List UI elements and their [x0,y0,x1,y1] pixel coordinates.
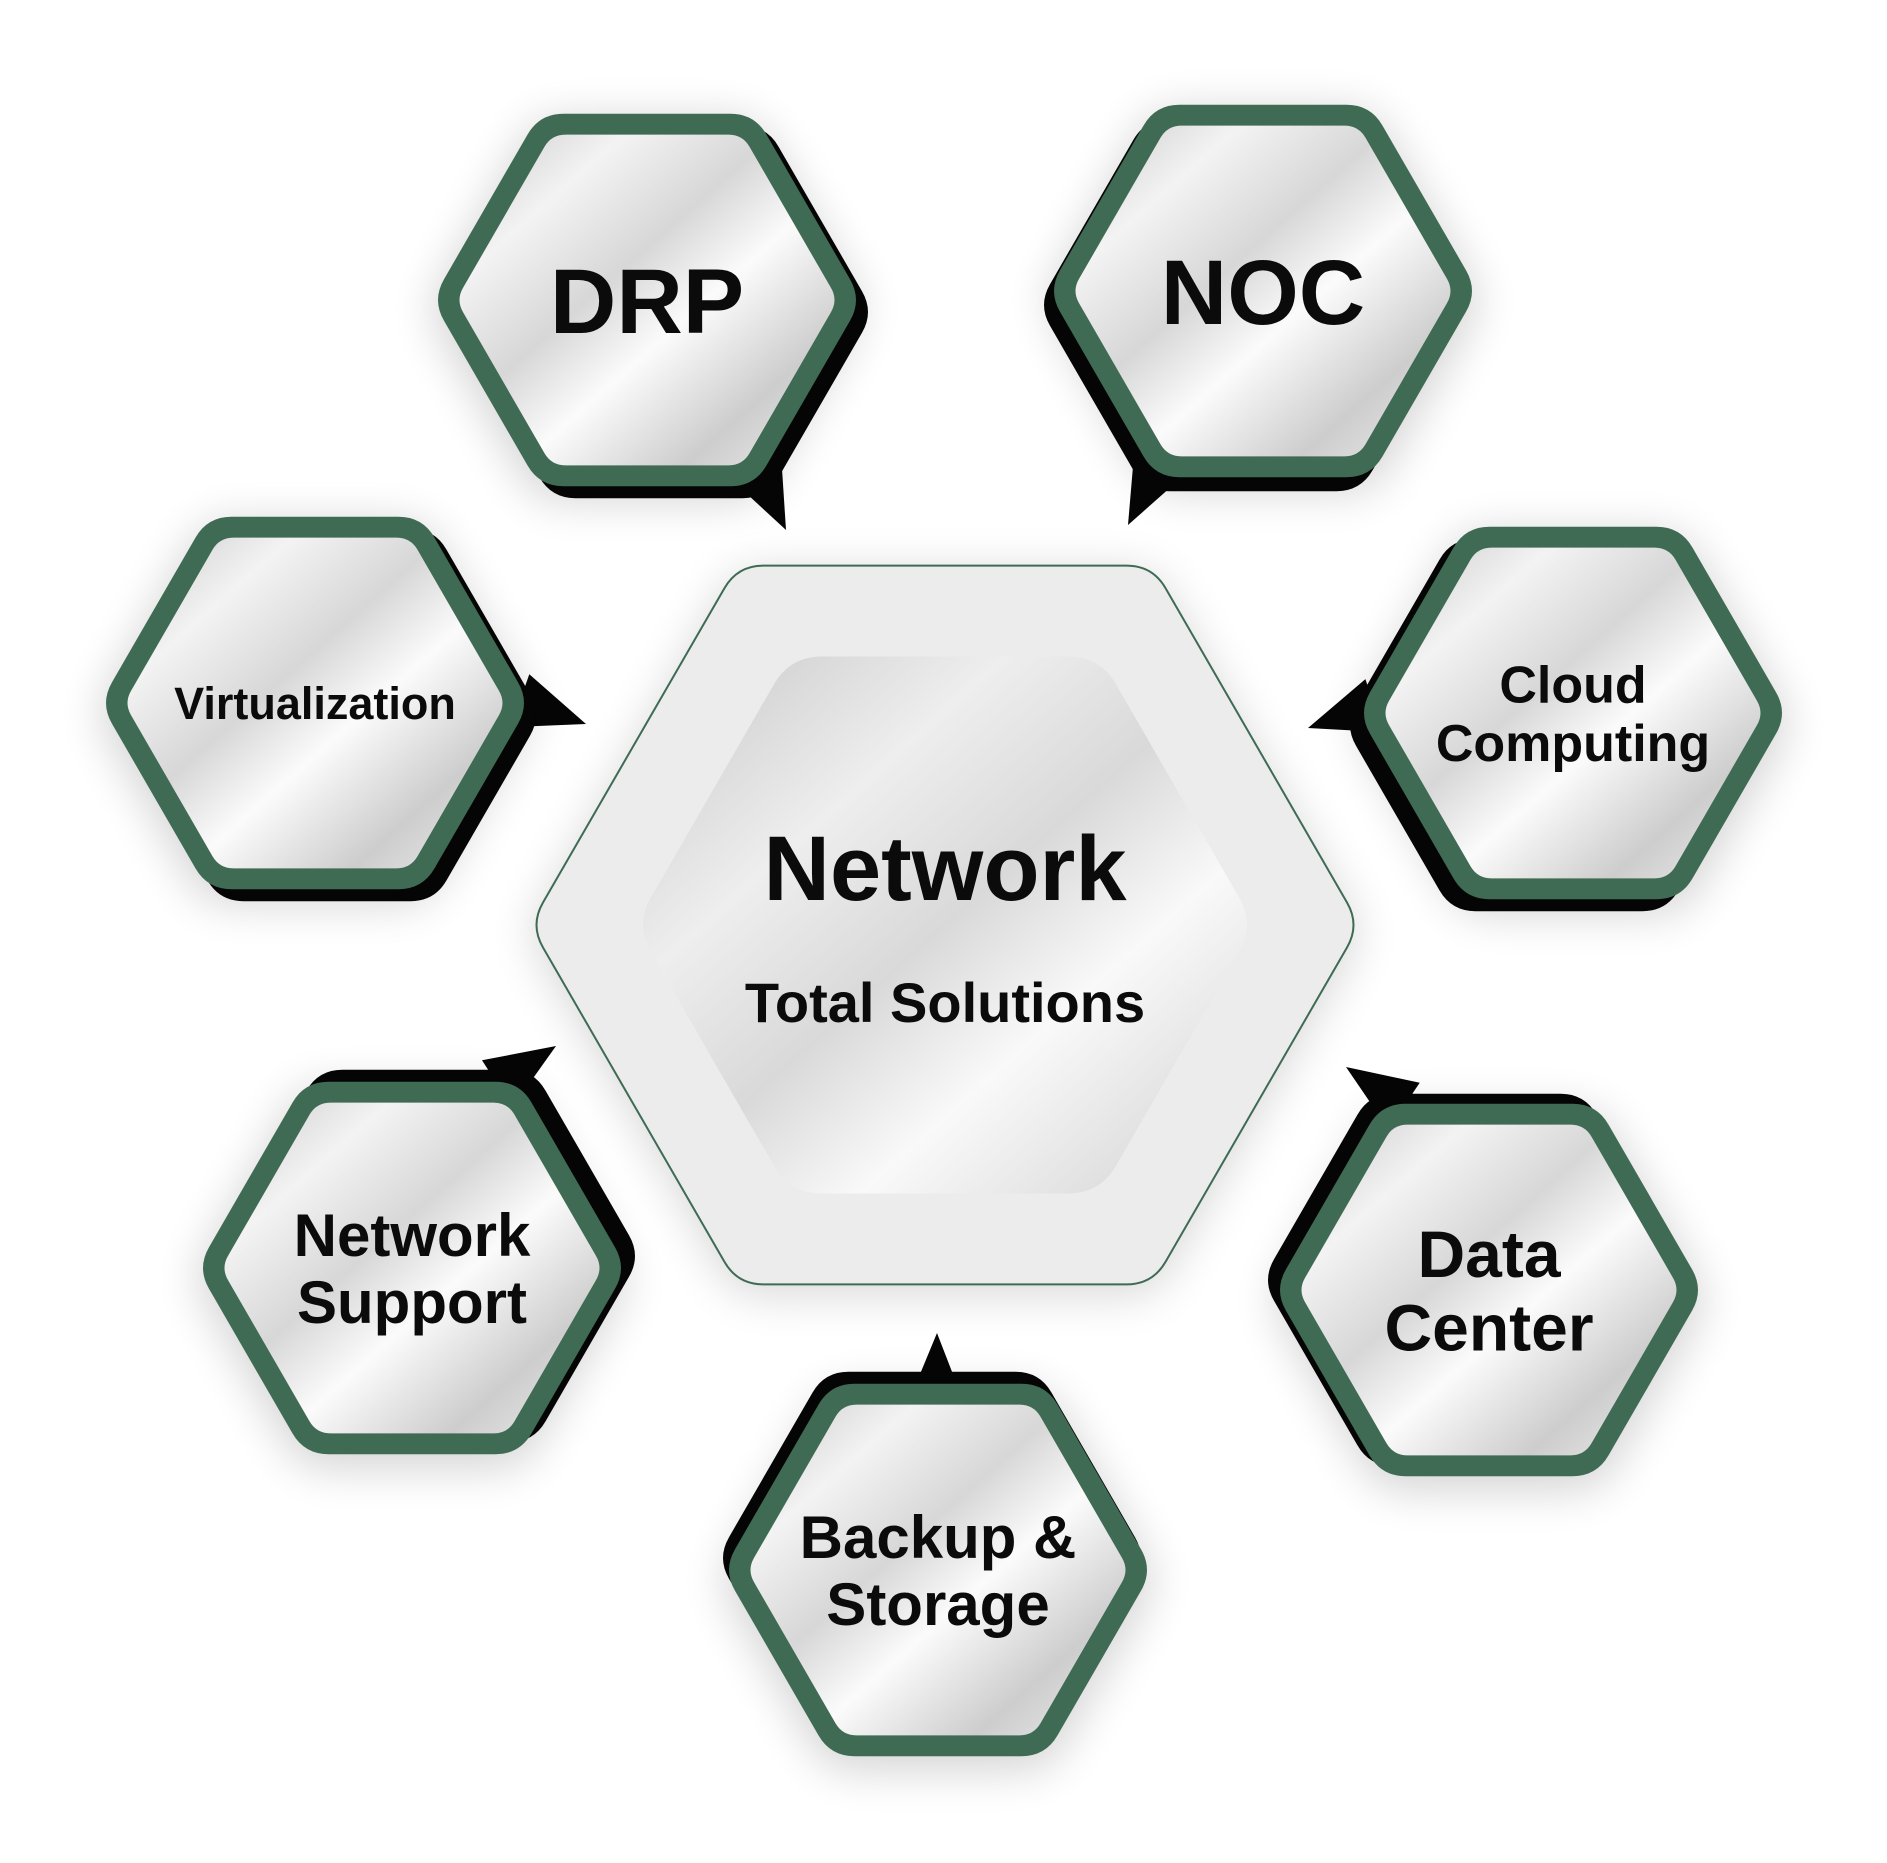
center-inner-hexagon [643,656,1247,1194]
center-hexagon: Network Total Solutions [535,564,1355,1286]
node-face [1385,547,1761,879]
node-face [1075,125,1451,457]
node-noc: NOC [1044,104,1472,525]
center-subtitle: Total Solutions [745,971,1145,1034]
node-label-backup-line-2: Storage [826,1571,1049,1638]
node-face [750,1404,1126,1736]
node-label-noc-line-1: NOC [1161,242,1365,344]
node-virtualization: Virtualization [106,516,586,902]
node-face [1301,1124,1677,1456]
node-backup: Backup &Storage [723,1333,1147,1757]
node-face [459,134,835,466]
node-label-datacenter-line-2: Center [1384,1291,1593,1365]
node-face [127,537,503,869]
node-label-backup-line-1: Backup & [800,1504,1077,1571]
center-title: Network [764,818,1128,920]
node-label-drp-line-1: DRP [550,251,744,353]
node-label-cloud-line-2: Computing [1436,715,1710,773]
node-label-support-line-1: Network [294,1202,531,1269]
node-label-datacenter-line-1: Data [1417,1217,1561,1291]
node-face [224,1102,600,1434]
node-label-cloud-line-1: Cloud [1499,657,1646,715]
node-label-virtualization-line-1: Virtualization [174,678,456,729]
node-label-support-line-2: Support [297,1269,527,1336]
node-drp: DRP [438,113,868,530]
